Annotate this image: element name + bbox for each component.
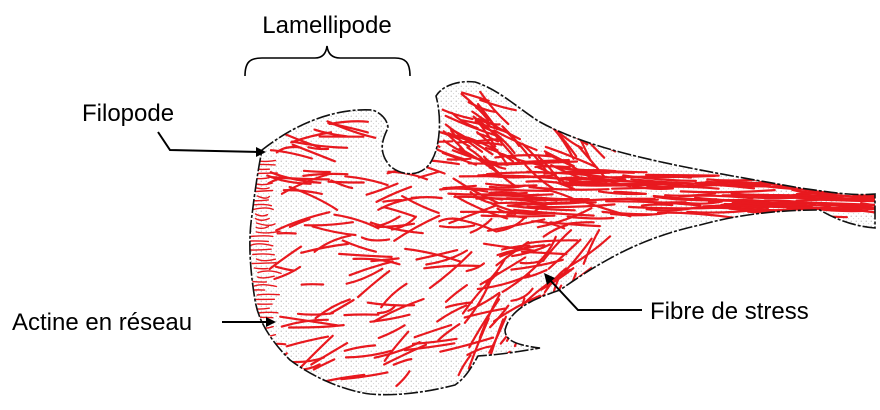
actin-fiber: [521, 307, 532, 341]
actin-fiber: [252, 282, 266, 283]
actin-fiber: [258, 312, 278, 313]
actin-fiber: [790, 184, 823, 185]
actine-label: Actine en réseau: [12, 309, 192, 336]
filopode-leader: [158, 132, 258, 152]
actin-fiber: [252, 263, 276, 264]
actin-fiber: [414, 115, 436, 116]
actin-fiber: [548, 322, 595, 352]
actin-fiber: [583, 125, 608, 142]
actin-fiber: [532, 334, 547, 358]
actin-fiber: [733, 202, 789, 203]
actin-fiber: [460, 176, 539, 177]
actin-fiber: [568, 311, 607, 348]
fibre-label: Fibre de stress: [650, 298, 809, 325]
actin-fiber: [250, 290, 264, 291]
actin-fiber: [253, 390, 273, 392]
actin-fiber: [412, 197, 442, 198]
actin-fiber: [258, 339, 271, 340]
actin-fiber: [756, 186, 854, 187]
actin-fiber: [515, 318, 525, 346]
lamellipode-bracket: [245, 46, 410, 76]
actin-fiber: [542, 301, 557, 339]
actin-fiber: [328, 182, 363, 183]
actin-fiber: [548, 325, 590, 360]
actin-fiber: [612, 188, 672, 189]
actin-fiber: [491, 361, 529, 385]
lamellipode-label: Lamellipode: [262, 12, 391, 39]
actin-fiber: [542, 297, 583, 333]
filopode-label: Filopode: [82, 100, 174, 127]
actin-fiber: [257, 294, 279, 295]
actin-fiber: [573, 173, 610, 174]
actin-fiber: [570, 326, 574, 353]
actin-fiber: [404, 151, 420, 161]
actin-fiber: [567, 283, 592, 318]
actin-fiber: [392, 121, 439, 147]
actin-fiber: [528, 366, 544, 378]
actin-fiber: [535, 166, 569, 167]
actin-fiber: [257, 366, 270, 367]
actin-fiber: [252, 361, 274, 363]
actin-fiber: [482, 216, 555, 217]
actin-fiber: [833, 188, 880, 191]
actin-fiber: [256, 173, 278, 174]
actin-fiber: [255, 383, 269, 385]
actin-fiber: [557, 327, 578, 350]
actin-fiber: [256, 356, 272, 358]
actin-fiber: [256, 352, 276, 354]
actin-fiber: [642, 205, 672, 206]
actin-fiber: [254, 268, 267, 269]
actin-fiber: [505, 90, 541, 100]
actin-fiber: [527, 305, 573, 339]
actin-fiber: [253, 375, 276, 376]
actin-fiber: [304, 171, 330, 172]
actin-fiber: [836, 191, 880, 193]
actin-fiber: [808, 184, 846, 186]
actin-fiber: [256, 372, 273, 374]
actin-fiber: [255, 347, 270, 349]
actin-fiber: [851, 191, 880, 194]
actin-fiber: [252, 330, 266, 332]
actin-fiber: [813, 188, 880, 189]
actin-fiber: [254, 343, 275, 344]
actin-fiber: [344, 314, 378, 315]
actin-fiber: [252, 380, 274, 381]
actin-fiber: [524, 354, 550, 387]
actin-fiber: [251, 236, 273, 237]
actin-fiber: [265, 353, 287, 368]
